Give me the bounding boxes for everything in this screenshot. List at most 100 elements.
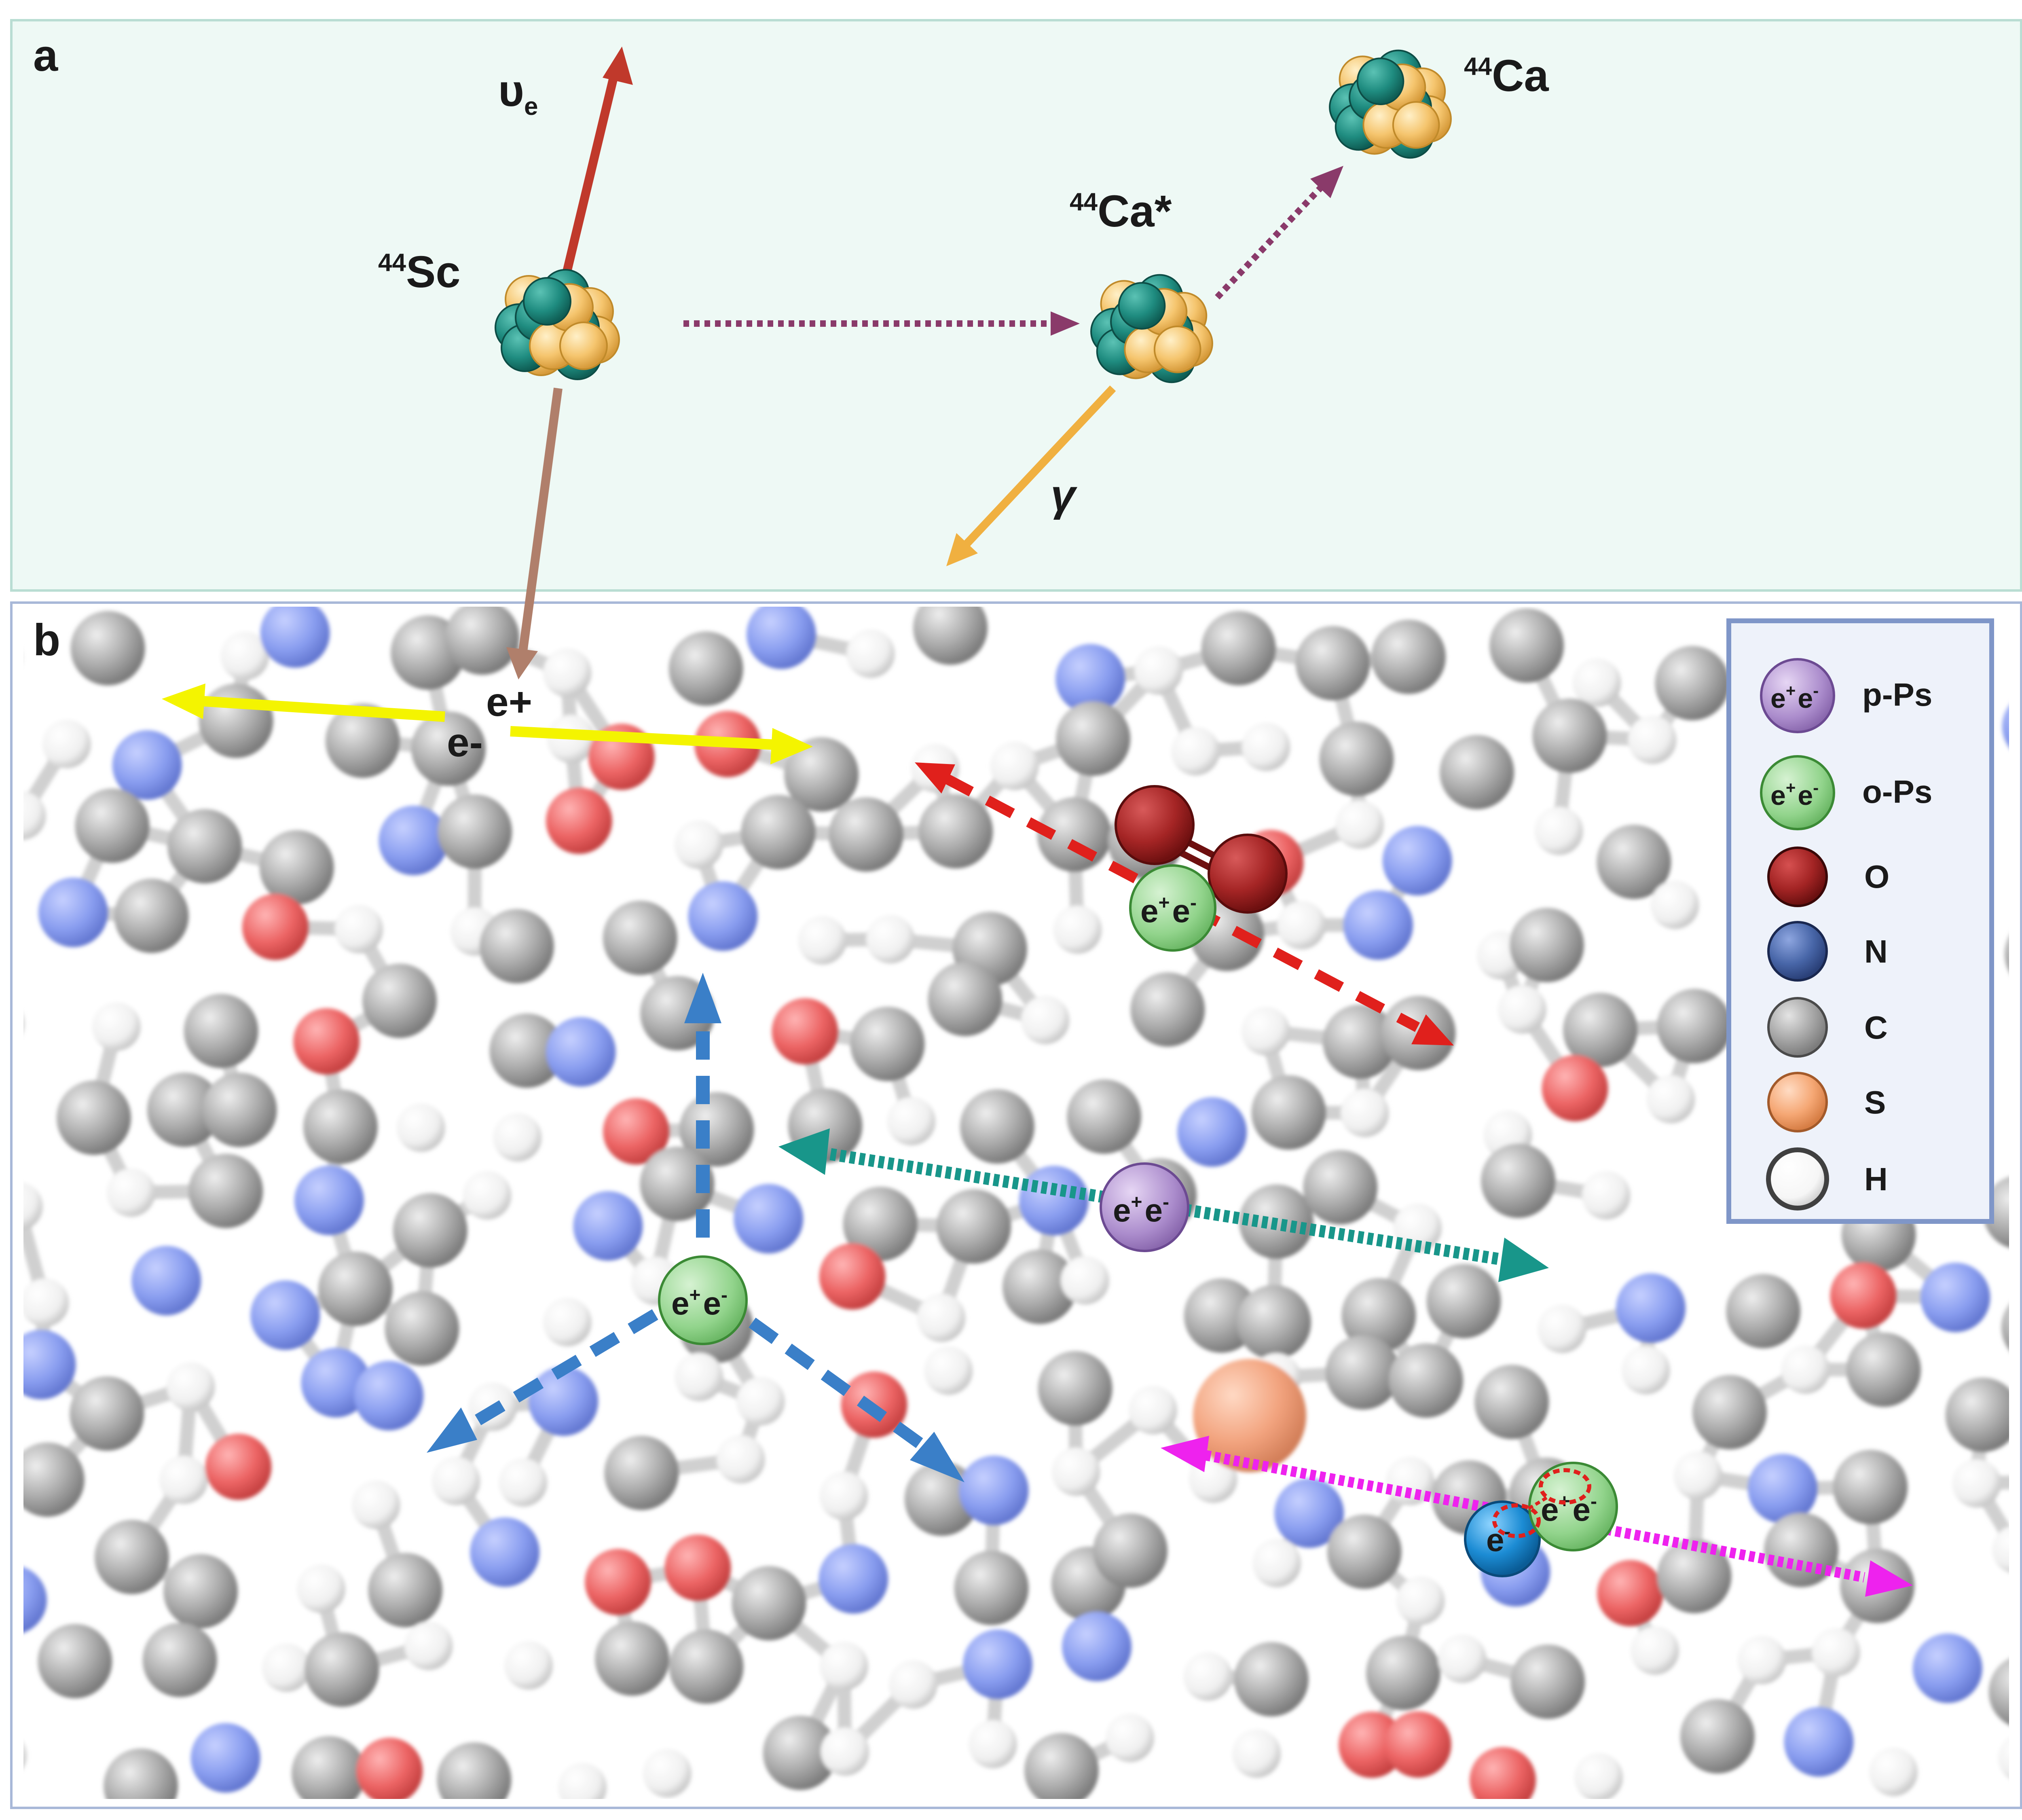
gamma-arrow xyxy=(946,385,1116,566)
atom-carbon xyxy=(1327,1514,1402,1589)
atom-hydrogen xyxy=(1183,1652,1232,1701)
atom-carbon xyxy=(1481,1143,1555,1218)
atom-oxygen xyxy=(585,1549,651,1615)
atom-carbon xyxy=(1657,1539,1732,1613)
atom-hydrogen xyxy=(1498,985,1547,1034)
atom-carbon xyxy=(595,1621,670,1696)
atom-carbon xyxy=(167,809,242,884)
atom-carbon xyxy=(318,1251,393,1326)
nuclide-44ca-excited-label: 44Ca* xyxy=(1070,186,1172,236)
atom-hydrogen xyxy=(396,1103,445,1152)
legend-label-o-ps: o-Ps xyxy=(1862,774,1932,810)
atom-carbon xyxy=(1474,1365,1549,1439)
oxygen-molecule xyxy=(1115,785,1288,914)
atom-carbon xyxy=(1201,611,1276,686)
positron-emission-arrow xyxy=(506,387,563,679)
atom-hydrogen xyxy=(887,1096,936,1145)
atom-carbon xyxy=(1366,1636,1440,1710)
atom-carbon xyxy=(479,909,554,984)
atom-oxygen xyxy=(242,894,309,961)
svg-text:e+e-: e+e- xyxy=(1770,778,1819,811)
atom-hydrogen xyxy=(1534,806,1583,855)
atom-carbon xyxy=(1371,620,1446,694)
o-ps-sphere-center: e+e- xyxy=(658,1255,748,1345)
atom-hydrogen xyxy=(463,1171,512,1220)
atom-carbon xyxy=(305,1632,379,1707)
legend-item-s: S xyxy=(1767,1072,1886,1132)
atom-nitrogen xyxy=(1343,890,1413,960)
atom-carbon xyxy=(1532,698,1607,773)
atom-hydrogen xyxy=(159,1455,208,1504)
atom-carbon xyxy=(937,1189,1011,1264)
atom-carbon xyxy=(1234,1642,1309,1716)
atom-carbon xyxy=(604,1435,679,1510)
atom-hydrogen xyxy=(1538,1304,1586,1353)
atom-nitrogen xyxy=(573,1191,643,1261)
atom-nitrogen xyxy=(1177,1097,1247,1167)
atom-carbon xyxy=(640,1147,715,1221)
atom-hydrogen xyxy=(675,1352,723,1401)
atom-carbon xyxy=(960,1089,1034,1164)
pick-off-group: e- e+e- xyxy=(1464,1462,1618,1577)
atom-hydrogen xyxy=(220,631,269,680)
atom-nitrogen xyxy=(294,1165,364,1235)
atom-carbon xyxy=(489,1013,564,1088)
atom-carbon xyxy=(385,1291,459,1366)
atom-carbon xyxy=(163,1554,238,1629)
atom-hydrogen xyxy=(819,1471,868,1520)
atom-nitrogen xyxy=(1062,1612,1132,1682)
atom-oxygen xyxy=(603,1098,670,1165)
atom-nitrogen xyxy=(190,1723,260,1793)
atom-carbon xyxy=(438,794,512,869)
atom-carbon xyxy=(1764,1513,1838,1587)
atom-hydrogen xyxy=(917,1293,966,1342)
atom-carbon xyxy=(1389,1343,1464,1418)
decay-arrow xyxy=(683,311,1080,336)
neutrino-arrow xyxy=(560,47,633,284)
atom-hydrogen xyxy=(493,1113,542,1162)
nucleon-neutron xyxy=(1118,282,1166,330)
atom-carbon xyxy=(1093,1513,1168,1588)
atom-hydrogen xyxy=(1021,995,1070,1044)
atom-carbon xyxy=(70,611,145,686)
atom-carbon xyxy=(411,711,486,786)
atom-nitrogen xyxy=(260,607,330,668)
atom-nitrogen xyxy=(470,1517,540,1587)
legend-label-c: C xyxy=(1864,1009,1888,1045)
atom-carbon xyxy=(1319,722,1394,796)
atom-hydrogen xyxy=(1737,1636,1786,1685)
p-ps-sphere: e+e- xyxy=(1100,1162,1189,1252)
atom-carbon xyxy=(669,1629,744,1704)
atom-hydrogen xyxy=(1335,800,1384,849)
atom-hydrogen xyxy=(23,1182,43,1230)
atom-carbon xyxy=(913,607,988,665)
atom-hydrogen xyxy=(643,1749,692,1798)
atom-hydrogen xyxy=(1051,1447,1100,1496)
atom-nitrogen xyxy=(301,1348,371,1418)
atom-nitrogen xyxy=(38,877,108,947)
atom-hydrogen xyxy=(1781,1345,1830,1394)
atom-hydrogen xyxy=(1673,1451,1722,1500)
atom-hydrogen xyxy=(1340,1088,1389,1137)
atom-hydrogen xyxy=(262,1643,311,1692)
atom-carbon xyxy=(291,1736,366,1799)
legend-label-n: N xyxy=(1864,933,1888,969)
legend-label-h: H xyxy=(1864,1161,1888,1197)
legend-item-c: C xyxy=(1767,997,1888,1058)
atom-hydrogen xyxy=(1869,1748,1918,1797)
atom-oxygen xyxy=(1830,1262,1897,1329)
atom-oxygen xyxy=(1385,1711,1451,1778)
atom-carbon xyxy=(56,1080,131,1155)
atom-nitrogen xyxy=(963,1629,1033,1699)
atom-hydrogen xyxy=(1241,1007,1290,1056)
atom-nitrogen xyxy=(354,1361,424,1431)
atom-carbon xyxy=(2005,936,2009,971)
atom-hydrogen xyxy=(1650,880,1699,929)
atom-hydrogen xyxy=(1646,1075,1695,1124)
atom-carbon xyxy=(94,1519,169,1594)
atom-carbon xyxy=(1325,1335,1400,1410)
atom-hydrogen xyxy=(1811,1628,1860,1677)
atom-carbon xyxy=(1002,1249,1077,1324)
atom-oxygen xyxy=(1338,1711,1405,1778)
legend-label-s: S xyxy=(1864,1084,1886,1120)
